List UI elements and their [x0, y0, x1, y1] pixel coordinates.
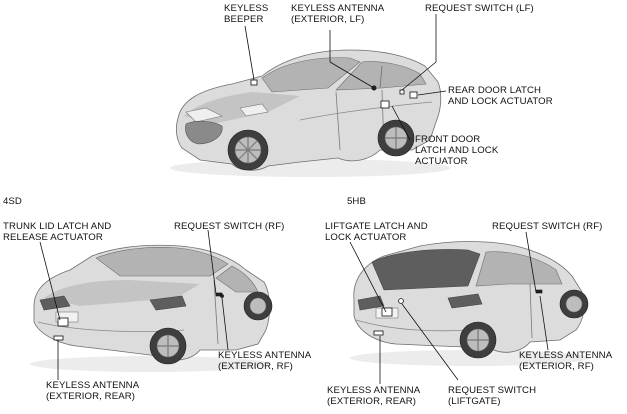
request-switch-liftgate-part	[398, 298, 404, 304]
request-switch-lf-part	[399, 89, 405, 95]
label-liftgate-latch: LIFTGATE LATCH AND LOCK ACTUATOR	[325, 221, 428, 243]
label-request-switch-rf-4sd: REQUEST SWITCH (RF)	[174, 221, 285, 232]
label-antenna-ext-rf-5hb: KEYLESS ANTENNA (EXTERIOR, RF)	[519, 350, 613, 372]
label-request-switch-lf: REQUEST SWITCH (LF)	[425, 3, 534, 14]
leaders-4sd	[39, 229, 229, 380]
label-front-door-latch: FRONT DOOR LATCH AND LOCK ACTUATOR	[415, 134, 499, 167]
label-antenna-ext-rear-4sd: KEYLESS ANTENNA (EXTERIOR, REAR)	[46, 380, 140, 402]
label-request-switch-liftgate: REQUEST SWITCH (LIFTGATE)	[448, 385, 537, 407]
label-antenna-ext-rear-5hb: KEYLESS ANTENNA (EXTERIOR, REAR)	[327, 385, 421, 407]
label-request-switch-rf-5hb: REQUEST SWITCH (RF)	[492, 221, 603, 232]
label-variant-4sd: 4SD	[3, 196, 22, 207]
label-trunk-lid-latch: TRUNK LID LATCH AND RELEASE ACTUATOR	[3, 221, 112, 243]
car-4sd-rear-view	[30, 244, 273, 372]
label-antenna-ext-lf: KEYLESS ANTENNA (EXTERIOR, LF)	[291, 3, 385, 25]
liftgate-latch-part	[381, 307, 393, 317]
leaders-top	[244, 14, 447, 141]
antenna-rear-5hb-part	[373, 330, 384, 336]
label-keyless-beeper: KEYLESS BEEPER	[224, 3, 269, 25]
request-switch-rf-5hb-part	[535, 289, 543, 294]
trunk-latch-part	[57, 317, 69, 327]
keyless-beeper-part	[250, 79, 258, 86]
car-front-view	[170, 49, 450, 177]
front-door-latch-part	[380, 100, 390, 109]
antenna-rear-4sd-part	[53, 335, 64, 341]
label-rear-door-latch: REAR DOOR LATCH AND LOCK ACTUATOR	[448, 85, 553, 107]
label-antenna-ext-rf-4sd: KEYLESS ANTENNA (EXTERIOR, RF)	[218, 350, 312, 372]
antenna-rf-4sd-part	[220, 294, 224, 298]
rear-door-latch-part	[409, 91, 418, 99]
car-5hb-rear-view	[350, 241, 590, 366]
label-variant-5hb: 5HB	[347, 196, 366, 207]
leaders-5hb	[349, 231, 549, 384]
